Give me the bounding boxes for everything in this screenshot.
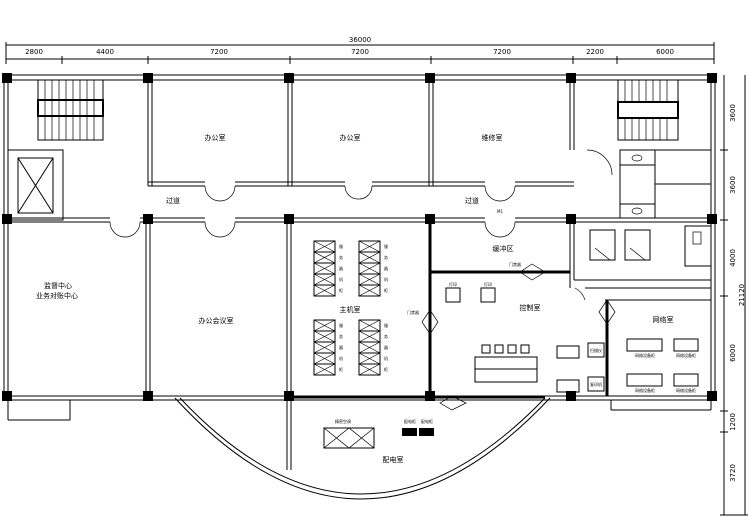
corridor-left: 过道 — [166, 196, 180, 205]
server-rack-cross — [358, 262, 381, 275]
server-rack-cross — [313, 341, 336, 354]
server-rack-cross — [313, 273, 336, 286]
server-rack-cross — [313, 240, 336, 253]
server-rack-cross — [313, 352, 336, 365]
room-network: 网络室 — [653, 315, 674, 324]
stairs-right — [617, 79, 679, 141]
server-rack-unit — [358, 284, 381, 297]
dim-seg: 6000 — [729, 344, 737, 362]
room-power: 配电室 — [383, 455, 404, 464]
server-rack-unit — [358, 363, 381, 376]
dim-seg: 7200 — [493, 48, 511, 56]
server-rack-label: 柜 — [384, 366, 388, 372]
power-cabinet-2-label: 配电柜 — [421, 418, 433, 424]
right-dimension: 3600 3600 4000 6000 1200 3720 21120 — [720, 75, 748, 516]
power-equipment: 精密空调 配电柜 配电柜 — [323, 418, 434, 449]
server-rack-cross — [358, 319, 381, 332]
dim-seg: 6000 — [656, 48, 674, 56]
columns — [2, 73, 717, 401]
room-office-1: 办公室 — [205, 133, 226, 142]
server-rack-cross — [358, 284, 381, 297]
server-rack-label: 柜 — [339, 287, 343, 293]
dim-seg: 2800 — [25, 48, 43, 56]
printer-1-label: 打印 — [449, 281, 457, 287]
server-rack-label: 机 — [339, 276, 343, 282]
toilets — [586, 149, 712, 267]
server-rack-unit — [313, 284, 336, 297]
server-rack-cross — [358, 273, 381, 286]
server-rack-cross — [358, 240, 381, 253]
server-rack-cross — [358, 251, 381, 264]
room-labels: 办公室 办公室 维修室 过道 过道 监督中心 业务对账中心 办公会议室 主机室 … — [36, 133, 674, 464]
top-dimension: 36000 2800 4400 7200 7200 7200 2200 6000 — [5, 36, 715, 64]
server-rack-label: 器 — [384, 266, 388, 271]
server-rack-label: 服 — [384, 322, 388, 328]
copier-label: 复印机 — [590, 381, 602, 387]
server-rack-label: 务 — [384, 254, 388, 260]
stairs-left — [37, 79, 104, 141]
printer-2-label: 打印 — [484, 281, 492, 287]
server-rack-label: 服 — [384, 243, 388, 249]
network-cabinet-label: 网络设备柜 — [635, 352, 655, 358]
server-rack-label: 器 — [339, 345, 343, 350]
server-rack-label: 务 — [339, 254, 343, 260]
dim-seg: 3600 — [729, 176, 737, 194]
server-rack-label: 务 — [339, 333, 343, 339]
server-rack-label: 机 — [384, 276, 388, 282]
dim-seg: 4400 — [96, 48, 114, 56]
server-rack-label: 服 — [339, 322, 343, 328]
access-control-label: 门禁器 — [407, 309, 419, 315]
room-buffer: 缓冲区 — [493, 244, 514, 253]
server-rack-cross — [313, 251, 336, 264]
dim-seg: 7200 — [351, 48, 369, 56]
network-cabinets: 网络设备柜 网络设备柜 网络设备柜 网络设备柜 — [626, 338, 699, 393]
dim-seg: 2200 — [586, 48, 604, 56]
door-tag: M1 — [497, 209, 503, 214]
network-cabinet-label: 网络设备柜 — [676, 387, 696, 393]
room-business-center: 业务对账中心 — [36, 291, 78, 300]
server-rack-unit — [313, 363, 336, 376]
dim-seg: 1200 — [729, 413, 737, 431]
server-rack-label: 柜 — [339, 366, 343, 372]
server-rack-cross — [358, 341, 381, 354]
total-height-label: 21120 — [738, 284, 746, 306]
server-rack-cross — [313, 363, 336, 376]
server-rack-label: 服 — [339, 243, 343, 249]
server-rack-cross — [358, 363, 381, 376]
ups-label: 精密空调 — [335, 418, 351, 424]
server-rack-label: 机 — [339, 355, 343, 361]
dim-seg: 7200 — [210, 48, 228, 56]
walls — [3, 74, 716, 500]
server-rack-cross — [358, 330, 381, 343]
room-monitor-center: 监督中心 — [44, 281, 72, 290]
server-rack-label: 器 — [339, 266, 343, 271]
network-cabinet-label: 网络设备柜 — [635, 387, 655, 393]
dim-seg: 4000 — [729, 249, 737, 267]
server-rack-label: 机 — [384, 355, 388, 361]
total-width-label: 36000 — [349, 36, 371, 44]
dim-seg: 3720 — [729, 464, 737, 482]
server-rack-cross — [313, 262, 336, 275]
control-equipment: 打印 打印 扫描仪 复印机 门禁器 门禁器 M1 — [407, 209, 605, 393]
server-rack-cross — [358, 352, 381, 365]
room-repair: 维修室 — [482, 133, 503, 142]
server-rack-label: 器 — [384, 345, 388, 350]
dim-seg: 3600 — [729, 104, 737, 122]
scanner-label: 扫描仪 — [590, 347, 602, 353]
access-control-label: 门禁器 — [509, 261, 521, 267]
network-cabinet-label: 网络设备柜 — [676, 352, 696, 358]
server-rack-label: 务 — [384, 333, 388, 339]
room-control: 控制室 — [520, 303, 541, 312]
server-rack-cross — [313, 330, 336, 343]
room-meeting: 办公会议室 — [199, 316, 234, 325]
server-rack-cross — [313, 319, 336, 332]
corridor-right: 过道 — [465, 196, 479, 205]
server-rack-label: 柜 — [384, 287, 388, 293]
doors — [109, 185, 616, 411]
server-rack-cross — [313, 284, 336, 297]
room-server: 主机室 — [340, 305, 361, 314]
room-office-2: 办公室 — [340, 133, 361, 142]
power-cabinet-1-label: 配电柜 — [404, 418, 416, 424]
